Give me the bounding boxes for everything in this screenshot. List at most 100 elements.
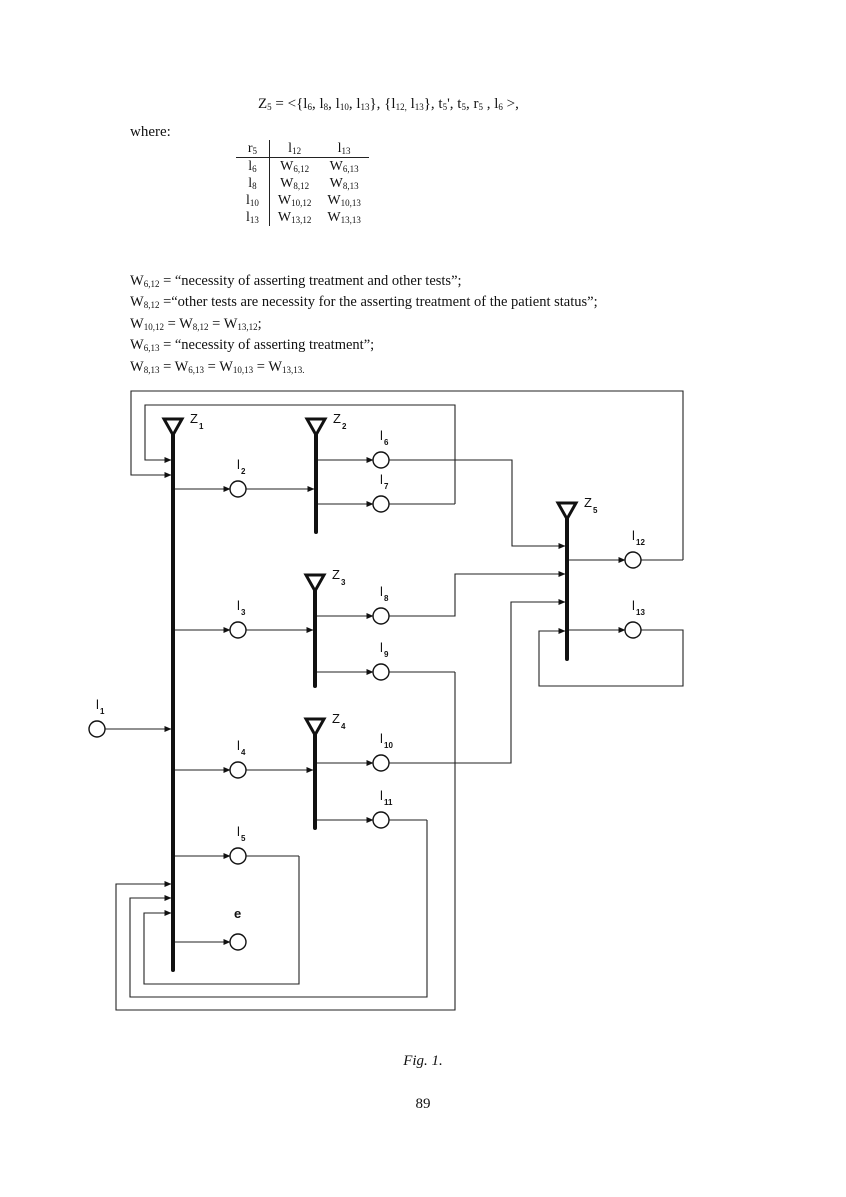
place-label: l [96,697,99,712]
definition-line: W6,13 = “necessity of asserting treatmen… [130,337,375,354]
matrix-cell: W10,12 [277,192,312,208]
place-label-sub: 8 [384,594,389,603]
place-label-sub: 10 [384,741,393,750]
arc-l7-z1 [144,404,456,504]
definition-line: W8,12 =“other tests are necessity for th… [130,294,598,311]
matrix-cell: W8,12 [280,175,310,191]
matrix-corner: r5 [236,140,270,158]
place-label: l [380,731,383,746]
matrix-row-header: l8 [236,175,270,192]
place-l4 [229,761,247,779]
place-label: l [237,457,240,472]
place-label: l [237,598,240,613]
matrix-cell: W13,13 [327,209,361,225]
matrix-row-header: l13 [236,209,270,226]
transition-triangle-icon [304,417,328,439]
figure-caption: Fig. 1. [403,1053,443,1069]
predicate-definitions: W6,12 = “necessity of asserting treatmen… [130,272,598,379]
matrix-cell: W6,13 [329,158,359,174]
transition-label-sub: 3 [341,578,346,587]
matrix-row: l8 W8,12 W8,13 [236,175,369,192]
matrix-col-header: l13 [319,140,369,158]
arc-l9-z1 [115,672,456,1011]
transition-label-sub: 1 [199,422,204,431]
place-l1 [88,720,106,738]
transition-triangle-icon [303,717,327,739]
where-label: where: [130,124,171,140]
place-l5 [229,847,247,865]
transition-label: Z [333,411,341,426]
place-label: l [237,738,240,753]
place-label-sub: 11 [384,798,393,807]
place-l9 [372,663,390,681]
matrix-row: l6 W6,12 W6,13 [236,157,369,175]
formula-lhs: Z [258,96,268,112]
formula-rhs: = <{l6, l8, l10, l13}, {l12, l13}, t5', … [271,96,519,112]
place-label-sub: 9 [384,650,389,659]
place-label-sub: 12 [636,538,645,547]
matrix-cell: W6,12 [280,158,310,174]
transition-label: Z [332,711,340,726]
matrix-cell: W13,12 [277,209,312,225]
definition-line: W6,12 = “necessity of asserting treatmen… [130,273,462,289]
matrix-row: l13 W13,12 W13,13 [236,209,369,226]
place-l7 [372,495,390,513]
place-l8 [372,607,390,625]
place-label: l [380,472,383,487]
place-label-sub: 6 [384,438,389,447]
place-label-sub: 13 [636,608,645,617]
arc-l10-z5 [389,599,566,764]
place-label: l [380,640,383,655]
place-l10 [372,754,390,772]
index-matrix-r5: r5 l12 l13 l6 W6,12 W6,13 l8 W8,12 W8,13… [236,140,369,226]
transition-label-sub: 4 [341,722,346,731]
place-label-sub: 7 [384,482,389,491]
matrix-row: l10 W10,12 W10,13 [236,192,369,209]
place-label-sub: 5 [241,834,246,843]
transition-triangle-icon [555,501,579,523]
transition-label: Z [190,411,198,426]
transition-label-sub: 2 [342,422,347,431]
place-e [229,933,247,951]
place-label: e [234,906,241,921]
place-label-sub: 4 [241,748,246,757]
place-label: l [237,824,240,839]
arc-l6-z5 [389,459,566,549]
place-l12 [624,551,642,569]
place-l3 [229,621,247,639]
place-label: l [380,584,383,599]
arc-l12-z1 [130,390,684,560]
transition-triangle-icon [303,573,327,595]
formula-lhs-sub: 5 [267,102,272,112]
arc-l5-z1 [143,856,300,985]
matrix-row-header: l10 [236,192,270,209]
place-label-sub: 3 [241,608,246,617]
place-label: l [632,598,635,613]
definition-line: W8,13 = W6,13 = W10,13 = W13,13. [130,358,305,375]
matrix-col-header: l12 [269,140,320,158]
place-l2 [229,480,247,498]
definition-line: W10,12 = W8,12 = W13,12; [130,315,262,332]
arc-l13-z5 [538,628,684,687]
place-label: l [632,528,635,543]
matrix-header-row: r5 l12 l13 [236,140,369,158]
place-l13 [624,621,642,639]
transition-label-sub: 5 [593,506,598,515]
transition-label: Z [584,495,592,510]
matrix-row-header: l6 [236,157,270,175]
place-l6 [372,451,390,469]
place-label-sub: 2 [241,467,246,476]
transition-label: Z [332,567,340,582]
arc-l11-z1 [129,820,428,998]
transition-formula: Z5 = <{l6, l8, l10, l13}, {l12, l13}, t5… [258,96,519,113]
matrix-cell: W10,13 [327,192,361,208]
matrix-cell: W8,13 [329,175,359,191]
arc-l8-z5 [389,571,566,617]
place-label-sub: 1 [100,707,105,716]
place-label: l [380,428,383,443]
transition-triangle-icon [161,417,185,439]
place-l11 [372,811,390,829]
page-number: 89 [415,1096,431,1112]
place-label: l [380,788,383,803]
